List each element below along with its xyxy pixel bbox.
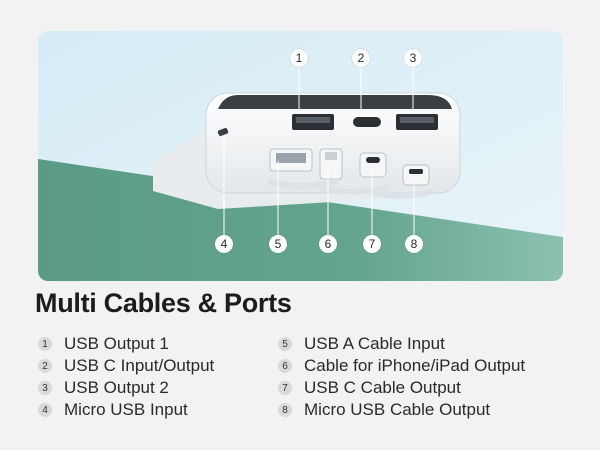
legend-right: 5 USB A Cable Input 6 Cable for iPhone/i… <box>278 333 525 421</box>
power-bank-illustration <box>38 31 563 281</box>
callout-8: 8 <box>405 235 423 253</box>
legend-item: 6 Cable for iPhone/iPad Output <box>278 355 525 377</box>
legend-number: 5 <box>278 337 292 351</box>
legend-label: Micro USB Input <box>64 400 188 419</box>
legend-label: USB Output 2 <box>64 378 169 397</box>
legend-item: 4 Micro USB Input <box>38 399 214 421</box>
callout-2: 2 <box>352 49 370 67</box>
callout-5: 5 <box>269 235 287 253</box>
legend-item: 8 Micro USB Cable Output <box>278 399 525 421</box>
legend-number: 7 <box>278 381 292 395</box>
legend-label: Micro USB Cable Output <box>304 400 491 419</box>
legend-label: USB C Input/Output <box>64 356 215 375</box>
legend-label: USB C Cable Output <box>304 378 461 397</box>
callout-3: 3 <box>404 49 422 67</box>
legend-number: 8 <box>278 403 292 417</box>
legend-label: USB Output 1 <box>64 334 169 353</box>
callout-7: 7 <box>363 235 381 253</box>
product-photo: 1 2 3 4 5 6 7 8 <box>38 31 563 281</box>
legend-item: 7 USB C Cable Output <box>278 377 525 399</box>
legend-number: 6 <box>278 359 292 373</box>
callout-1: 1 <box>290 49 308 67</box>
legend-number: 2 <box>38 359 52 373</box>
legend-number: 4 <box>38 403 52 417</box>
legend-item: 1 USB Output 1 <box>38 333 214 355</box>
legend-left: 1 USB Output 1 2 USB C Input/Output 3 US… <box>38 333 214 421</box>
legend-label: USB A Cable Input <box>304 334 445 353</box>
legend-item: 3 USB Output 2 <box>38 377 214 399</box>
legend-item: 5 USB A Cable Input <box>278 333 525 355</box>
callout-6: 6 <box>319 235 337 253</box>
page-title: Multi Cables & Ports <box>35 288 292 318</box>
legend-number: 3 <box>38 381 52 395</box>
callout-4: 4 <box>215 235 233 253</box>
legend-label: Cable for iPhone/iPad Output <box>304 356 526 375</box>
legend-number: 1 <box>38 337 52 351</box>
legend-item: 2 USB C Input/Output <box>38 355 214 377</box>
